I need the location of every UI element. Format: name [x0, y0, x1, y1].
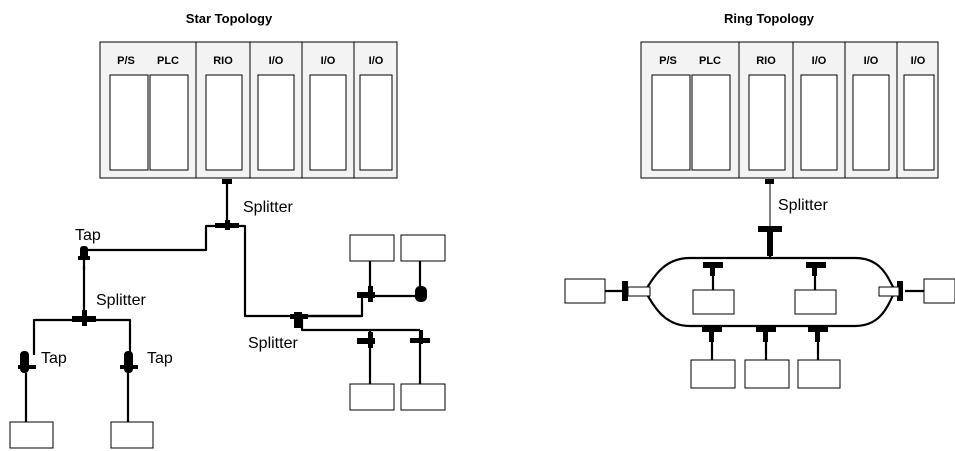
- ring-device: [744, 359, 790, 389]
- ring-plc-rack: P/S PLC RIO I/O I/O I/O: [640, 41, 939, 179]
- ring-device: [923, 278, 955, 304]
- star-splitter-left-label: Splitter: [96, 292, 146, 309]
- ring-splitter-side: [897, 281, 903, 301]
- ring-module-io-label: I/O: [864, 55, 879, 67]
- star-device: [400, 383, 446, 411]
- ring-devices: [564, 278, 955, 389]
- star-module-rio-label: RIO: [213, 55, 233, 67]
- star-slot-io: [257, 74, 295, 171]
- star-tap-left: [18, 365, 36, 369]
- star-splitter-right: [294, 312, 302, 328]
- ring-splitter-top: [758, 226, 782, 232]
- star-tap-node: [415, 286, 427, 302]
- ring-module-ps-label: P/S: [659, 55, 677, 67]
- star-topology: Star Topology P/S PLC RIO I/O I/O I/O: [9, 11, 446, 449]
- ring-splitter-node: [710, 262, 715, 276]
- star-tap-right: [124, 351, 133, 373]
- star-cable-left-trunk: [82, 224, 227, 270]
- star-cable-bus-upper: [302, 294, 420, 318]
- star-device: [400, 234, 446, 262]
- star-device: [349, 234, 395, 262]
- ring-splitter-node: [812, 262, 817, 276]
- star-cable-right-branch: [84, 318, 132, 355]
- star-splitter-right: [290, 314, 308, 319]
- ring-module-plc-label: PLC: [699, 55, 721, 67]
- star-cable-left-branch: [32, 318, 84, 355]
- star-tap-right-label: Tap: [147, 350, 173, 367]
- star-tap-top-label: Tap: [75, 227, 101, 244]
- ring-slot-io: [852, 74, 890, 171]
- star-plc-rack: P/S PLC RIO I/O I/O I/O: [99, 41, 398, 179]
- ring-device: [797, 359, 841, 389]
- star-module-io-label: I/O: [269, 55, 284, 67]
- star-slot-plc: [149, 74, 189, 171]
- star-rio-connector: [222, 179, 232, 184]
- ring-splitter-label: Splitter: [778, 197, 828, 214]
- ring-splitter-side: [878, 286, 900, 297]
- ring-module-rio-label: RIO: [756, 55, 776, 67]
- ring-module-io-label: I/O: [911, 55, 926, 67]
- ring-cable-loop: [643, 256, 897, 328]
- star-tap-left-label: Tap: [41, 350, 67, 367]
- star-splitter-left: [82, 310, 87, 326]
- ring-slot-rio: [748, 74, 786, 171]
- star-splitter-node: [419, 330, 423, 344]
- star-splitter-node: [357, 292, 375, 298]
- ring-slot-io: [903, 74, 935, 171]
- star-splitter-top: [225, 220, 230, 230]
- star-slot-io: [359, 74, 393, 171]
- ring-splitter-node: [709, 326, 714, 342]
- star-slot-ps: [109, 74, 149, 171]
- ring-title: Ring Topology: [724, 11, 815, 26]
- star-module-io-label: I/O: [369, 55, 384, 67]
- ring-slot-io: [800, 74, 838, 171]
- star-slot-io: [309, 74, 347, 171]
- star-fittings: [18, 179, 430, 373]
- ring-device: [564, 278, 606, 304]
- star-splitter-right-label: Splitter: [248, 335, 298, 352]
- star-devices: [9, 234, 446, 449]
- star-slot-rio: [205, 74, 243, 171]
- ring-slot-plc: [691, 74, 731, 171]
- star-splitter-node: [368, 286, 373, 302]
- ring-fittings: [622, 226, 903, 342]
- ring-splitter-node: [815, 326, 820, 342]
- star-splitter-node: [357, 338, 375, 344]
- star-tap-top: [78, 256, 90, 260]
- star-device: [349, 383, 395, 411]
- star-device: [9, 421, 54, 449]
- ring-splitter-node: [763, 326, 768, 342]
- ring-splitter-side: [627, 286, 651, 297]
- star-module-io-label: I/O: [321, 55, 336, 67]
- ring-module-io-label: I/O: [812, 55, 827, 67]
- star-tap-left: [20, 351, 29, 373]
- star-splitter-top-label: Splitter: [243, 199, 293, 216]
- star-device: [110, 421, 154, 449]
- ring-slot-ps: [651, 74, 691, 171]
- ring-device: [794, 289, 837, 315]
- ring-splitter-side: [622, 281, 628, 301]
- star-title: Star Topology: [186, 11, 273, 26]
- star-module-ps-label: P/S: [117, 55, 135, 67]
- star-cable-right-trunk: [227, 224, 302, 318]
- star-module-plc-label: PLC: [157, 55, 179, 67]
- ring-device: [690, 359, 736, 389]
- ring-device: [692, 289, 735, 315]
- star-tap-right: [120, 365, 138, 369]
- ring-splitter-top: [767, 232, 773, 256]
- star-cable-bus-lower: [300, 316, 420, 332]
- ring-rio-connector: [765, 179, 774, 184]
- star-splitter-node: [368, 332, 373, 348]
- ring-topology: Ring Topology P/S PLC RIO I/O I/O I/O: [564, 11, 955, 389]
